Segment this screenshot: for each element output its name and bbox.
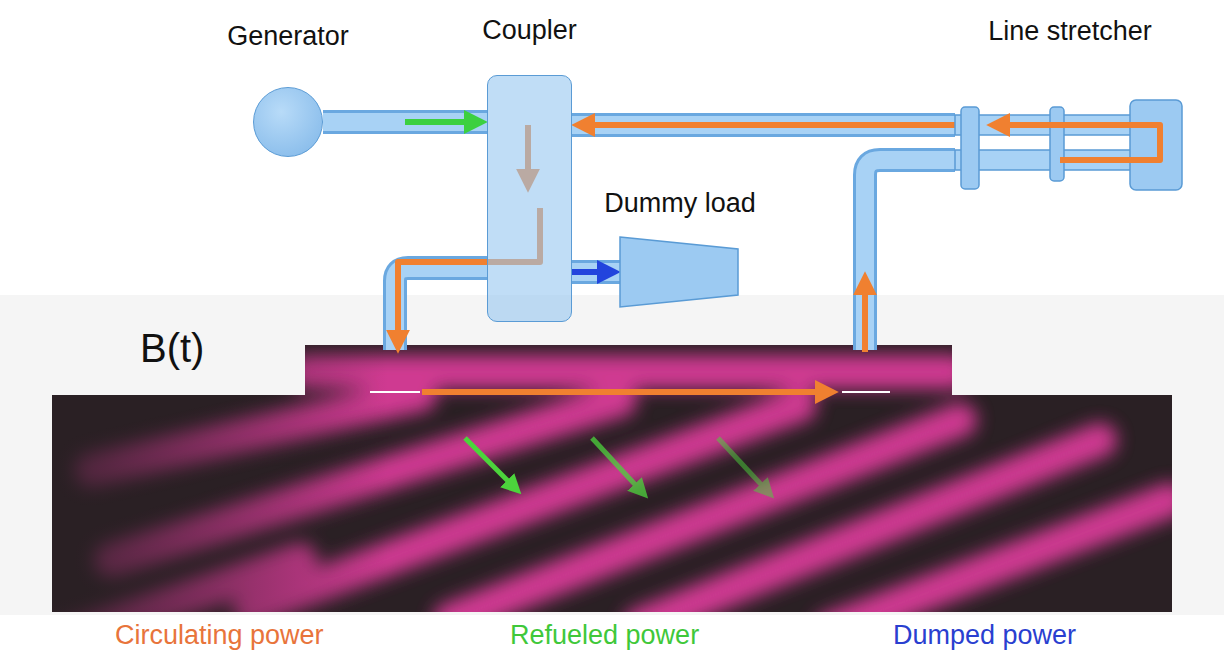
waveguide-pipes: [395, 160, 955, 350]
node-label: Generator: [227, 21, 349, 52]
stretcher-outline: [955, 95, 1185, 195]
ground-band: [0, 295, 1224, 615]
dumped-power-label: Dumped power: [893, 620, 1076, 651]
waveguide-connector: [572, 125, 955, 126]
refueled-power-label: Refueled power: [510, 620, 699, 651]
antennas: [370, 391, 890, 393]
plasma-glow: [52, 345, 1172, 640]
coupler-box: Coupler: [487, 75, 572, 322]
waveguide-connector: [323, 122, 487, 123]
node-label: Line stretcher: [988, 16, 1152, 47]
circulating-arrows: [398, 125, 865, 392]
node-label: Dummy load: [604, 188, 756, 219]
refuel-arrows: [465, 438, 768, 492]
dummy-outline: [620, 237, 740, 307]
waveguide-connector: [572, 272, 620, 273]
dummy-load: Dummy load: [620, 237, 740, 307]
field-label: B(t): [140, 326, 204, 371]
line-stretcher: Line stretcher: [955, 95, 1185, 195]
circulating-power-label: Circulating power: [115, 620, 324, 651]
node-label: Coupler: [482, 15, 577, 46]
generator-circle: Generator: [253, 87, 323, 157]
